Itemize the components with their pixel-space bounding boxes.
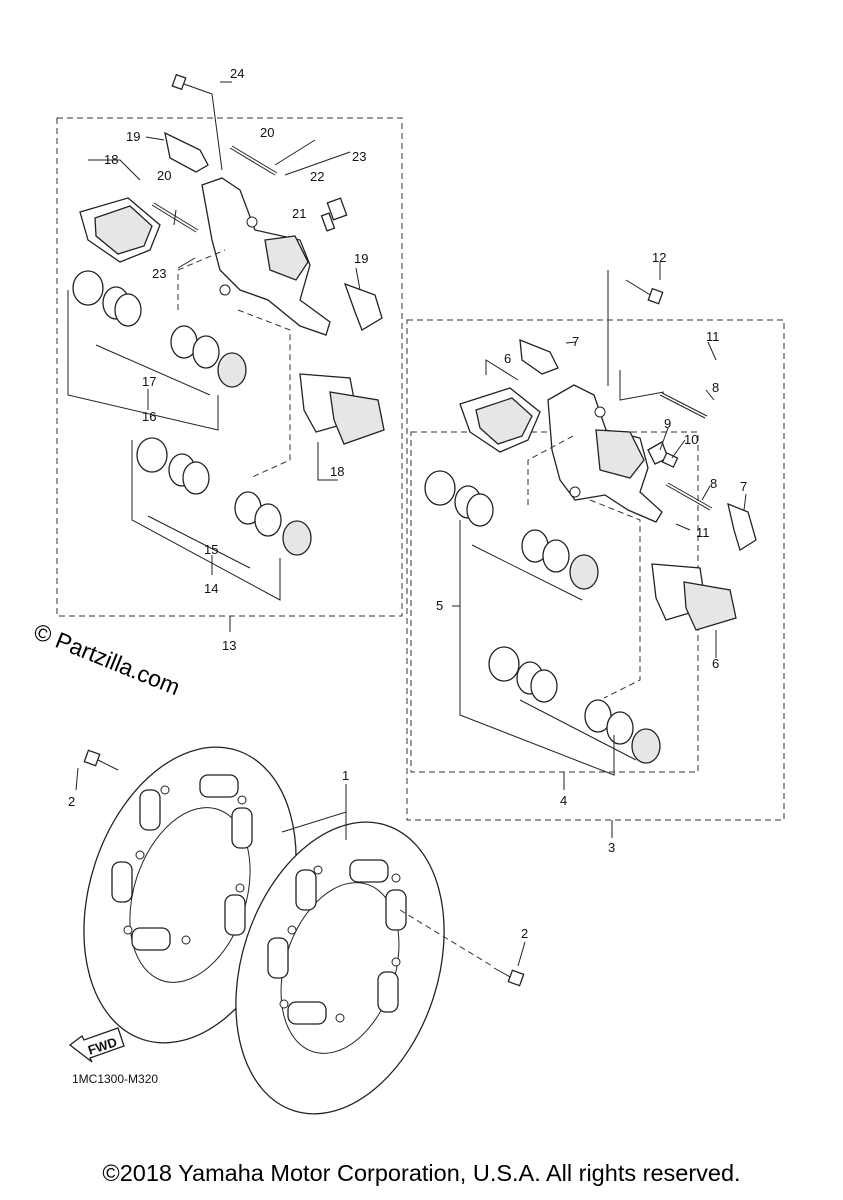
right-leader-lines [452,262,747,838]
right-caliper-body [547,384,663,523]
callout-9: 9 [664,416,671,431]
bolt-12 [607,270,664,386]
callout-3: 3 [608,840,615,855]
disc-bolt-2-left [75,749,119,791]
left-caliper-body [201,177,331,336]
piston-seal-row-right-lower [488,646,661,764]
callout-24: 24 [230,66,244,81]
brake-pad-18-upper [79,197,161,263]
callout-18: 18 [104,152,118,167]
pad-spring-19-upper [164,131,209,173]
callout-22: 22 [310,169,324,184]
bleed-screw-21-22 [320,197,348,232]
fwd-arrow-icon: FWD [68,1027,125,1063]
bolt-24 [171,73,223,171]
callout-20: 20 [260,125,274,140]
callout-11: 11 [696,525,710,540]
callout-15: 15 [204,542,218,557]
callout-2: 2 [68,794,75,809]
piston-seal-row-lower [136,437,312,556]
piston-seal-row-right-upper [424,470,599,590]
pad-spring-7-upper [519,338,559,375]
callout-11: 11 [706,329,720,344]
pin-8-lower [665,482,713,511]
callout-17: 17 [142,374,156,389]
callout-10: 10 [684,432,698,447]
brake-pad-6-lower [651,563,737,631]
callout-13: 13 [222,638,236,653]
callout-5: 5 [436,598,443,613]
callout-2: 2 [521,926,528,941]
disc-bolt-2-right [399,909,526,987]
pad-spring-7-lower [727,502,757,552]
callout-8: 8 [710,476,717,491]
callout-23: 23 [352,149,366,164]
piston-seal-row-upper [72,270,247,388]
callout-4: 4 [560,793,567,808]
pin-20-lower [151,202,199,233]
callout-19: 19 [354,251,368,266]
pin-20-upper [229,145,278,176]
callout-14: 14 [204,581,218,596]
callout-23: 23 [152,266,166,281]
callout-7: 7 [740,479,747,494]
callout-labels: 24 20 23 19 18 20 22 21 23 19 17 16 18 1… [68,66,747,941]
callout-6: 6 [504,351,511,366]
callout-21: 21 [292,206,306,221]
callout-19: 19 [126,129,140,144]
left-leader-lines [67,81,361,632]
callout-20: 20 [157,168,171,183]
callout-7: 7 [572,334,579,349]
brake-disc-1-front [235,821,445,1115]
bleed-screw-9-10 [647,441,679,468]
pin-8-upper [659,392,708,419]
callout-6: 6 [712,656,719,671]
right-caliper-assembly-box [406,319,785,821]
callout-8: 8 [712,380,719,395]
brake-pad-18-lower [299,373,385,445]
diagram-code: 1MC1300-M320 [72,1072,159,1086]
callout-16: 16 [142,409,156,424]
brake-pad-6-upper [459,387,541,453]
pad-spring-19-lower [343,282,383,331]
callout-1: 1 [342,768,349,783]
callout-12: 12 [652,250,666,265]
callout-18: 18 [330,464,344,479]
copyright-notice: ©2018 Yamaha Motor Corporation, U.S.A. A… [102,1160,741,1186]
